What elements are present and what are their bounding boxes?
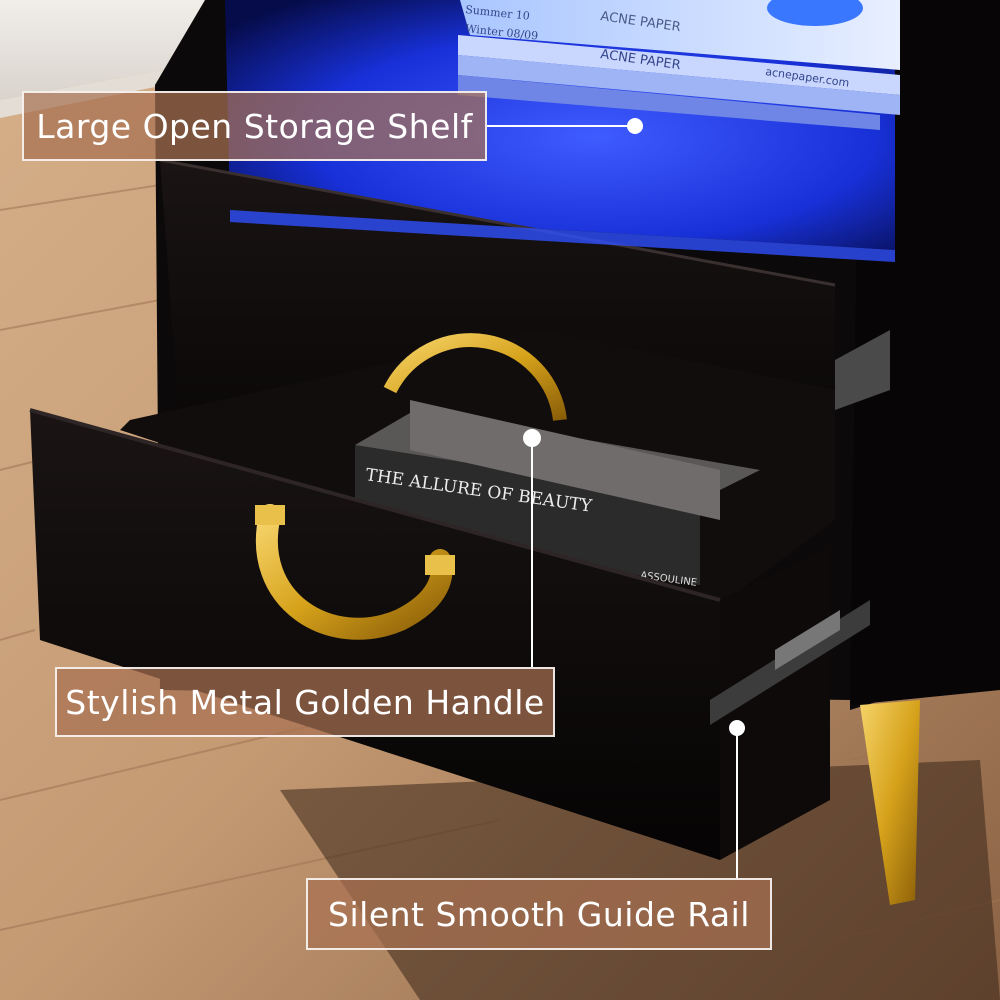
callout-guide-rail: Silent Smooth Guide Rail [306, 878, 772, 950]
callout-storage-shelf-label: Large Open Storage Shelf [36, 106, 473, 146]
reflected-handle [383, 333, 567, 421]
guide-rail [710, 330, 890, 725]
callout-golden-handle-label: Stylish Metal Golden Handle [65, 682, 545, 722]
handle-mount-left [255, 505, 285, 525]
golden-handle [255, 504, 453, 640]
led-strip [230, 210, 895, 262]
leader-lines [487, 125, 738, 878]
callout-guide-rail-label: Silent Smooth Guide Rail [328, 894, 750, 934]
marker-dot-handle [523, 429, 541, 447]
magazine-stack: ACNE PAPER ACNE PAPER acnepaper.com Summ… [458, 0, 900, 130]
handle-mount-right [425, 555, 455, 575]
drawer-book-stack: THE ALLURE OF BEAUTY ASSOULINE [355, 400, 760, 589]
lower-drawer-side [720, 545, 830, 860]
wall [0, 0, 215, 100]
callout-golden-handle: Stylish Metal Golden Handle [55, 667, 555, 737]
marker-dot-shelf [627, 118, 643, 134]
golden-leg [860, 700, 920, 905]
marker-dot-rail [729, 720, 745, 736]
callout-storage-shelf: Large Open Storage Shelf [22, 91, 487, 161]
